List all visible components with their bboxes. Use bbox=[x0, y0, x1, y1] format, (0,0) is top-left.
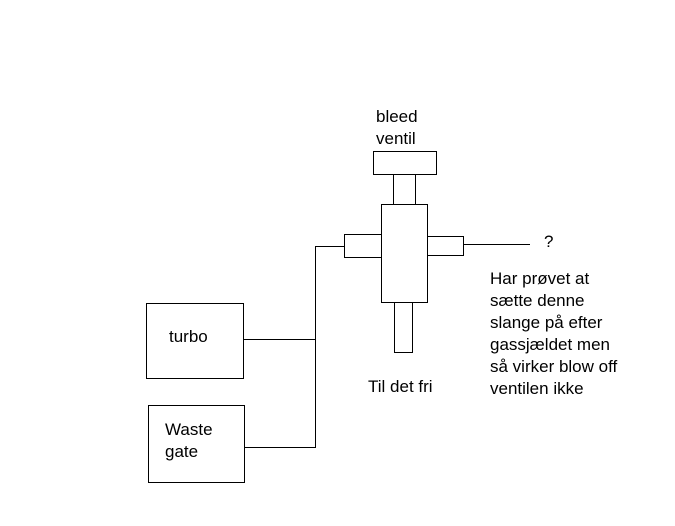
valve-right-port bbox=[427, 236, 464, 256]
valve-cap bbox=[373, 151, 437, 175]
valve-left-port bbox=[344, 234, 382, 258]
valve-stem bbox=[393, 174, 416, 205]
note-line: Har prøvet at bbox=[490, 269, 590, 288]
note-line: så virker blow off bbox=[490, 357, 618, 376]
note-line: slange på efter bbox=[490, 313, 603, 332]
bleed-valve-label-line2: ventil bbox=[376, 129, 416, 148]
valve-outlet-pipe bbox=[394, 302, 413, 353]
turbo-box bbox=[146, 303, 244, 379]
turbo-label: turbo bbox=[169, 327, 208, 346]
note-line: sætte denne bbox=[490, 291, 585, 310]
waste-gate-box bbox=[148, 405, 245, 483]
waste-gate-hose bbox=[244, 246, 344, 448]
note-line: ventilen ikke bbox=[490, 379, 584, 398]
waste-gate-label-line1: Waste bbox=[165, 420, 213, 439]
bleed-valve-label-line1: bleed bbox=[376, 107, 418, 126]
unknown-port-label: ? bbox=[544, 232, 554, 251]
note-line: gassjældet men bbox=[490, 335, 611, 354]
outlet-label: Til det fri bbox=[368, 377, 433, 396]
valve-body bbox=[381, 204, 428, 303]
waste-gate-label-line2: gate bbox=[165, 442, 199, 461]
